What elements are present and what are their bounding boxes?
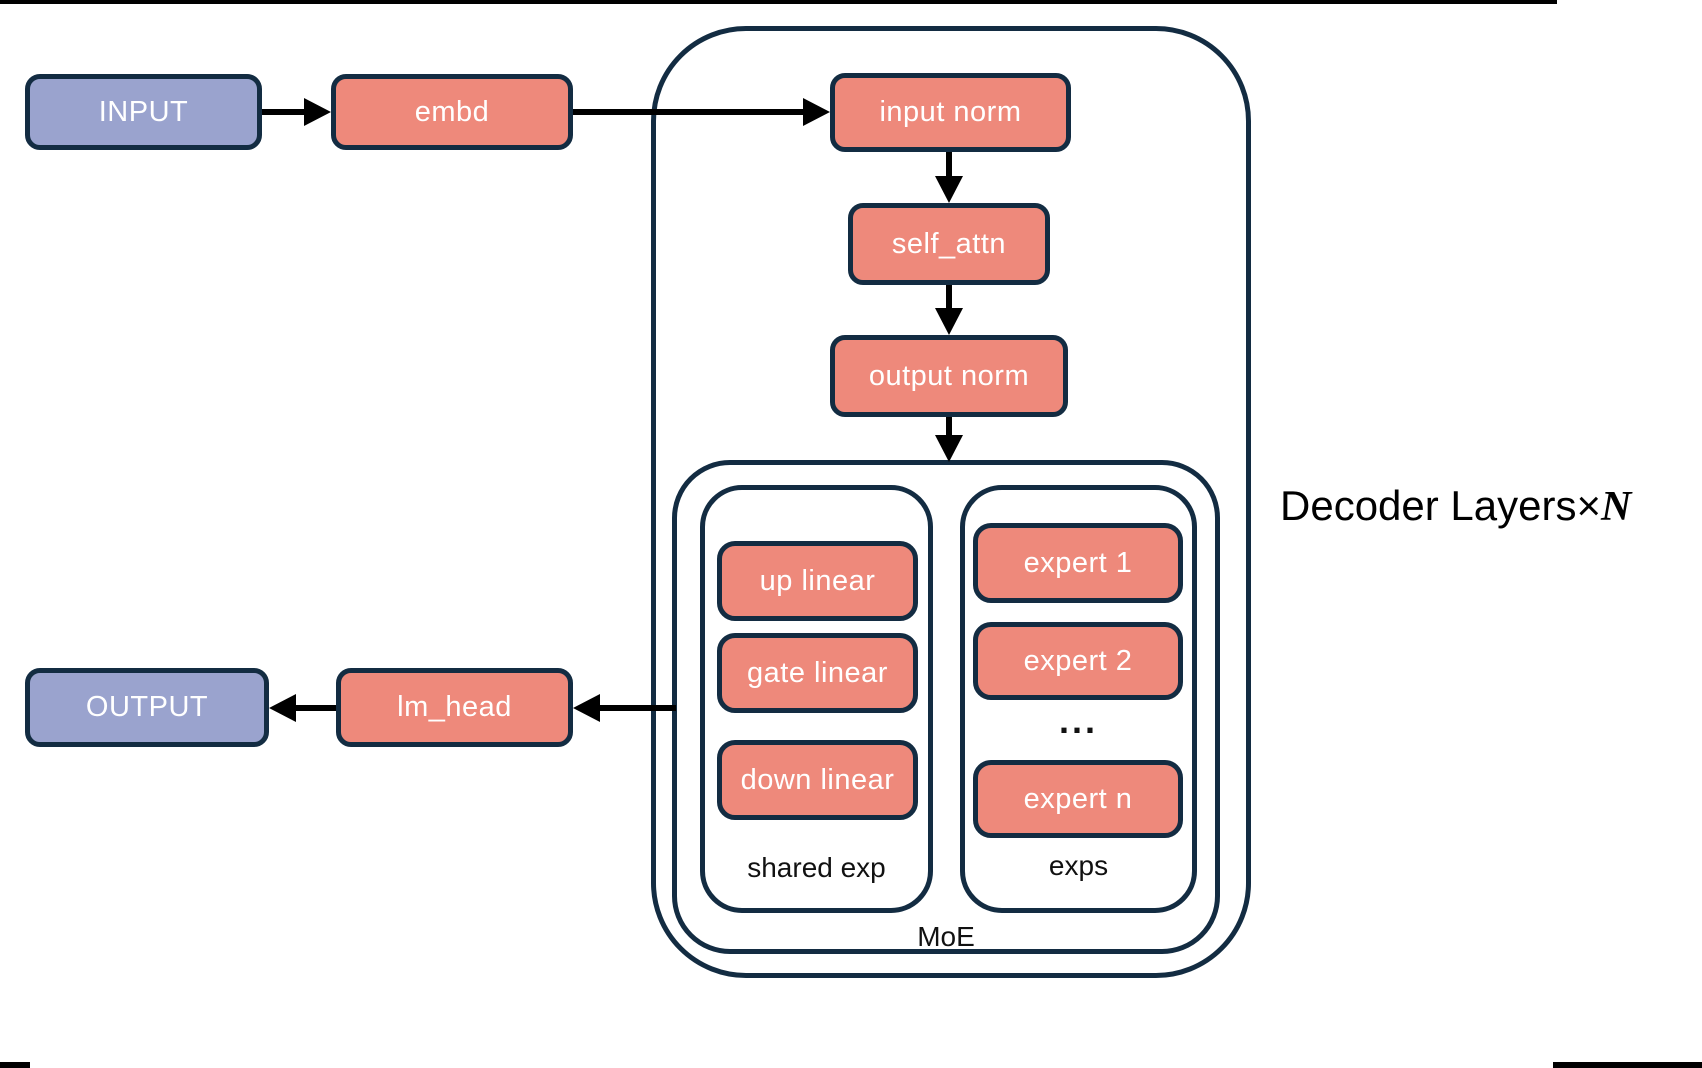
exps-container [960, 485, 1197, 913]
node-self-attn-label: self_attn [891, 227, 1007, 260]
arrow-head [935, 308, 963, 335]
node-gate-linear: gate linear [717, 633, 918, 713]
arrow-head [935, 176, 963, 203]
decoder-layers-label: Decoder Layers×N [1280, 482, 1631, 531]
times-sign: × [1576, 482, 1602, 529]
arrow-shaft [573, 109, 806, 115]
arrow-shaft [262, 109, 307, 115]
arrow-head [269, 694, 296, 722]
node-input-norm: input norm [830, 73, 1071, 152]
experts-ellipsis: ... [1058, 700, 1098, 741]
node-embd: embd [331, 74, 573, 150]
arrow-head [803, 98, 830, 126]
node-output-label: OUTPUT [85, 691, 209, 723]
node-output-norm-label: output norm [868, 359, 1030, 392]
node-expert-2-label: expert 2 [1023, 644, 1133, 677]
arrow-head [573, 694, 600, 722]
moe-group-label: MoE [917, 921, 975, 952]
node-self-attn: self_attn [848, 203, 1050, 285]
shared-exp-group-label: shared exp [747, 852, 886, 883]
n-variable: N [1601, 484, 1632, 530]
node-up-linear: up linear [717, 541, 918, 621]
arrow-shaft [946, 152, 952, 179]
arrow-shaft [597, 705, 676, 711]
node-expert-n: expert n [973, 760, 1183, 838]
node-lm-head-label: lm_head [397, 691, 512, 723]
node-output-norm: output norm [830, 335, 1068, 417]
arrow-shaft [946, 417, 952, 438]
decoder-layers-container [651, 26, 1251, 978]
node-down-linear: down linear [717, 740, 918, 820]
node-lm-head: lm_head [336, 668, 573, 747]
arrow-shaft [946, 285, 952, 311]
node-output: OUTPUT [25, 668, 269, 747]
arrow-shaft [293, 705, 336, 711]
node-input-norm-label: input norm [879, 96, 1022, 128]
node-expert-1: expert 1 [973, 523, 1183, 603]
arrow-head [304, 98, 331, 126]
decoder-layers-text: Decoder Layers [1280, 482, 1577, 529]
node-expert-1-label: expert 1 [1023, 546, 1133, 579]
bottom-left-edge-line [0, 1062, 30, 1068]
node-expert-2: expert 2 [973, 622, 1183, 700]
top-edge-line [0, 0, 1557, 4]
node-input: INPUT [25, 74, 262, 150]
node-expert-n-label: expert n [1023, 782, 1133, 815]
exps-group-label: exps [1048, 850, 1109, 881]
arrow-head [935, 435, 963, 462]
bottom-right-edge-line [1553, 1062, 1702, 1068]
node-embd-label: embd [414, 95, 490, 128]
node-down-linear-label: down linear [740, 763, 895, 796]
node-input-label: INPUT [98, 95, 189, 128]
node-up-linear-label: up linear [759, 564, 876, 597]
shared-exp-container [700, 485, 933, 913]
node-gate-linear-label: gate linear [747, 656, 888, 689]
